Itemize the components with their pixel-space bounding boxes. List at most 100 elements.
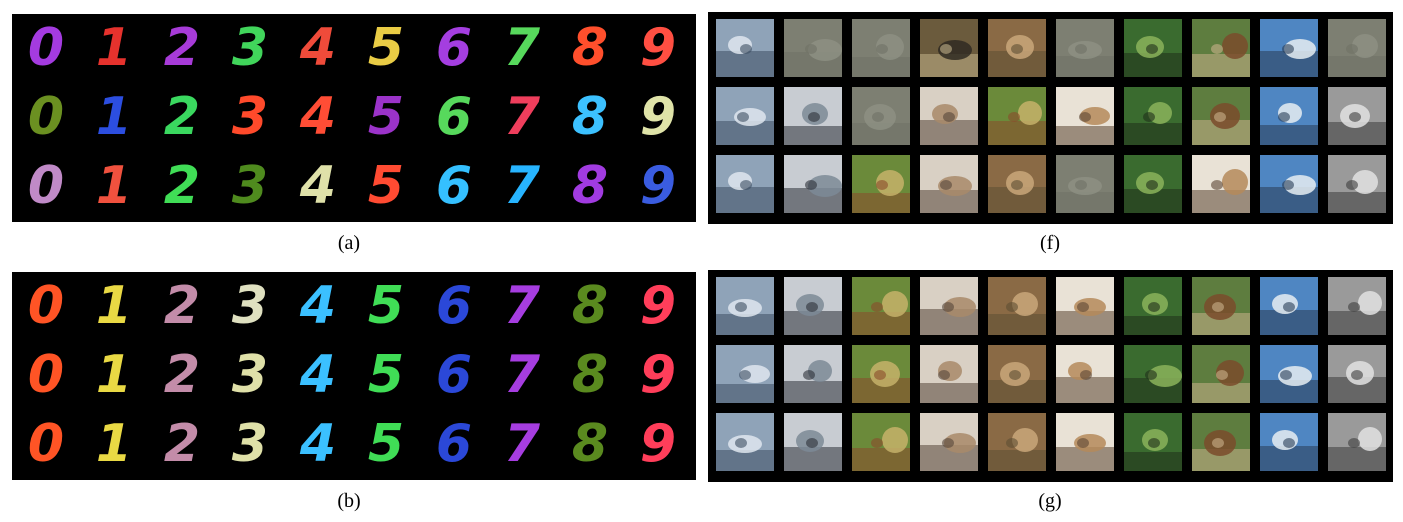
digit-1: 1 [95,345,133,405]
digit-8: 8 [571,276,609,336]
image-tile-horse [1192,19,1250,77]
image-tile-truck [1328,277,1386,335]
image-tile-automobile [784,87,842,145]
image-tile-automobile [784,155,842,213]
digit-3: 3 [231,276,269,336]
image-tile-frog [1124,413,1182,471]
digit-8: 8 [571,18,609,78]
digit-5: 5 [367,18,405,78]
image-tile-truck [1328,345,1386,403]
digit-0: 0 [27,414,65,474]
digit-6: 6 [435,156,473,216]
image-tile-horse [1192,345,1250,403]
image-tile-bird [852,277,910,335]
image-tile-dog [1056,87,1114,145]
image-tile-airplane [716,155,774,213]
image-tile-blank [1056,19,1114,77]
digit-9: 9 [639,345,677,405]
digit-5: 5 [367,87,405,147]
digit-5: 5 [367,156,405,216]
image-tile-automobile [784,277,842,335]
digit-5: 5 [367,276,405,336]
digit-7: 7 [503,345,541,405]
digit-6: 6 [435,87,473,147]
image-tile-automobile [784,345,842,403]
digit-6: 6 [435,276,473,336]
image-tile-blank [784,19,842,77]
digit-3: 3 [231,87,269,147]
image-tile-horse [1192,277,1250,335]
image-tile-cat [920,345,978,403]
image-tile-deer [988,277,1046,335]
digit-4: 4 [299,414,337,474]
digit-7: 7 [503,87,541,147]
digit-0: 0 [27,87,65,147]
image-tile-bird [852,345,910,403]
image-tile-cat [920,155,978,213]
image-tile-truck-dark [920,19,978,77]
image-grid-g [708,270,1393,482]
image-tile-ship [1260,155,1318,213]
image-tile-deer [988,413,1046,471]
image-tile-ship [1260,413,1318,471]
digit-7: 7 [503,18,541,78]
digit-2: 2 [163,276,201,336]
digit-7: 7 [503,156,541,216]
digit-3: 3 [231,18,269,78]
digit-2: 2 [163,18,201,78]
digit-3: 3 [231,414,269,474]
digit-2: 2 [163,414,201,474]
image-tile-horse [1192,413,1250,471]
caption-b: (b) [337,490,361,512]
image-tile-dog [1056,345,1114,403]
digit-6: 6 [435,18,473,78]
image-tile-truck [1328,155,1386,213]
digit-7: 7 [503,414,541,474]
digit-0: 0 [27,276,65,336]
digit-9: 9 [639,156,677,216]
digit-9: 9 [639,87,677,147]
digit-3: 3 [231,345,269,405]
digit-5: 5 [367,414,405,474]
image-tile-truck [1328,87,1386,145]
image-grid-f [708,12,1393,224]
image-tile-blank [852,19,910,77]
caption-a: (a) [337,232,361,254]
image-tile-cat [920,277,978,335]
image-tile-airplane [716,345,774,403]
image-tile-airplane [716,87,774,145]
caption-g: (g) [1038,490,1062,512]
digit-1: 1 [95,156,133,216]
digit-4: 4 [299,87,337,147]
digit-2: 2 [163,345,201,405]
digit-0: 0 [27,18,65,78]
digit-8: 8 [571,87,609,147]
digit-2: 2 [163,156,201,216]
digit-7: 7 [503,276,541,336]
image-tile-blank [1056,155,1114,213]
image-tile-blank [852,87,910,145]
image-tile-frog [1124,277,1182,335]
image-tile-dog [1056,413,1114,471]
digit-4: 4 [299,345,337,405]
image-tile-frog [1124,87,1182,145]
image-tile-bird [852,413,910,471]
digit-6: 6 [435,345,473,405]
image-tile-truck [1328,413,1386,471]
digit-3: 3 [231,156,269,216]
digit-1: 1 [95,18,133,78]
digit-9: 9 [639,18,677,78]
digit-8: 8 [571,414,609,474]
image-tile-ship [1260,87,1318,145]
image-tile-cat [920,413,978,471]
digit-0: 0 [27,156,65,216]
image-tile-deer [988,155,1046,213]
image-tile-frog [1124,345,1182,403]
digit-6: 6 [435,414,473,474]
